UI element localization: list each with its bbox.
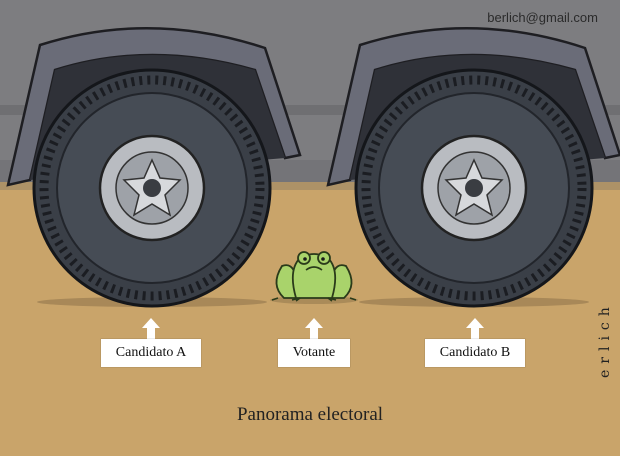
- frog-icon: [270, 251, 358, 304]
- right-wheel: [326, 27, 620, 308]
- svg-text:erlich: erlich: [597, 301, 613, 378]
- left-wheel: [6, 27, 302, 308]
- left-hub: [143, 179, 161, 197]
- arrows: [142, 318, 484, 339]
- truck-body-stripe: [0, 105, 620, 115]
- author-email: berlich@gmail.com: [487, 10, 598, 25]
- arrow-up-icon: [466, 318, 484, 339]
- label-candidate-a: Candidato A: [101, 339, 201, 367]
- label-candidate-b: Candidato B: [425, 339, 525, 367]
- left-tire-tread: [39, 75, 265, 301]
- artist-signature-icon: erlich: [597, 301, 613, 378]
- label-voter: Votante: [278, 339, 350, 367]
- right-tire-tread: [361, 75, 587, 301]
- cartoon-caption: Panorama electoral: [236, 404, 384, 425]
- arrow-up-icon: [305, 318, 323, 339]
- arrow-up-icon: [142, 318, 160, 339]
- right-hub: [465, 179, 483, 197]
